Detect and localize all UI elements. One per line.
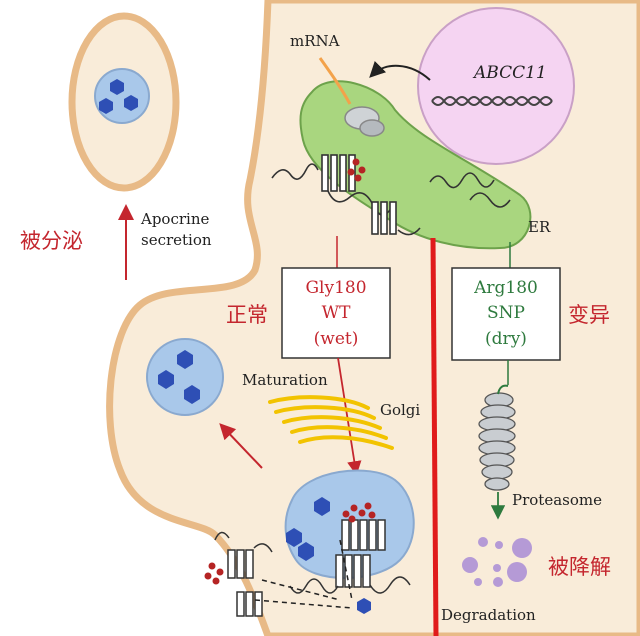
- normal-label-cn: 正常: [226, 303, 268, 327]
- snp-box-line1: Arg180: [473, 278, 538, 298]
- snp-box-line3: (dry): [485, 329, 527, 349]
- proteasome-label: Proteasome: [512, 491, 602, 509]
- snp-box-line2: SNP: [487, 303, 525, 323]
- membrane-transporter: [227, 549, 263, 617]
- er-transporter-right: [429, 172, 511, 208]
- apocrine-label-1: Apocrine: [140, 210, 209, 228]
- wt-box-line2: WT: [322, 303, 351, 323]
- snp-box: [451, 267, 561, 361]
- glycan-er: [347, 158, 366, 182]
- released-hexagon: [357, 598, 371, 614]
- secreted-hexagons: [99, 79, 138, 114]
- variant-label-cn: 变异: [568, 303, 610, 327]
- budding-hexagons: [158, 350, 200, 404]
- secreted-label-cn: 被分泌: [20, 229, 83, 253]
- glycan-vesicle: [342, 502, 376, 523]
- membrane-transporter-loops: [214, 531, 273, 553]
- nucleus: [417, 7, 575, 165]
- release-dashed: [254, 539, 353, 609]
- proteasome: [478, 392, 516, 491]
- vesicle-transporter-loops: [289, 576, 411, 594]
- budding-vesicle: [146, 338, 224, 416]
- proteasome-strand: [497, 384, 509, 395]
- nucleus-to-er-arrow: [369, 60, 431, 81]
- vesicle-transporter: [335, 519, 386, 588]
- mrna-label: mRNA: [290, 32, 340, 50]
- golgi: [268, 395, 394, 450]
- divider-line: [430, 237, 439, 636]
- wt-box: [281, 267, 391, 359]
- degradation-label: Degradation: [441, 606, 536, 624]
- secreted-vesicle: [94, 68, 150, 124]
- ribosome-small: [359, 119, 385, 137]
- wt-box-line1: Gly180: [305, 278, 366, 298]
- degradation-particles: [462, 537, 532, 587]
- dna-helix: [431, 96, 553, 106]
- mrna-strand: [318, 57, 352, 105]
- glycan-membrane: [204, 562, 224, 585]
- er-label: ER: [528, 218, 551, 236]
- maturation-label: Maturation: [242, 371, 328, 389]
- golgi-label: Golgi: [380, 401, 420, 419]
- maturing-hexagons: [286, 497, 330, 561]
- wt-maturation-arrow: [337, 357, 362, 476]
- degraded-label-cn: 被降解: [548, 555, 611, 579]
- maturation-to-budding-arrow: [219, 423, 263, 469]
- apocrine-label-2: secretion: [141, 231, 212, 249]
- gene-label: ABCC11: [472, 63, 547, 83]
- wt-box-line3: (wet): [314, 329, 359, 349]
